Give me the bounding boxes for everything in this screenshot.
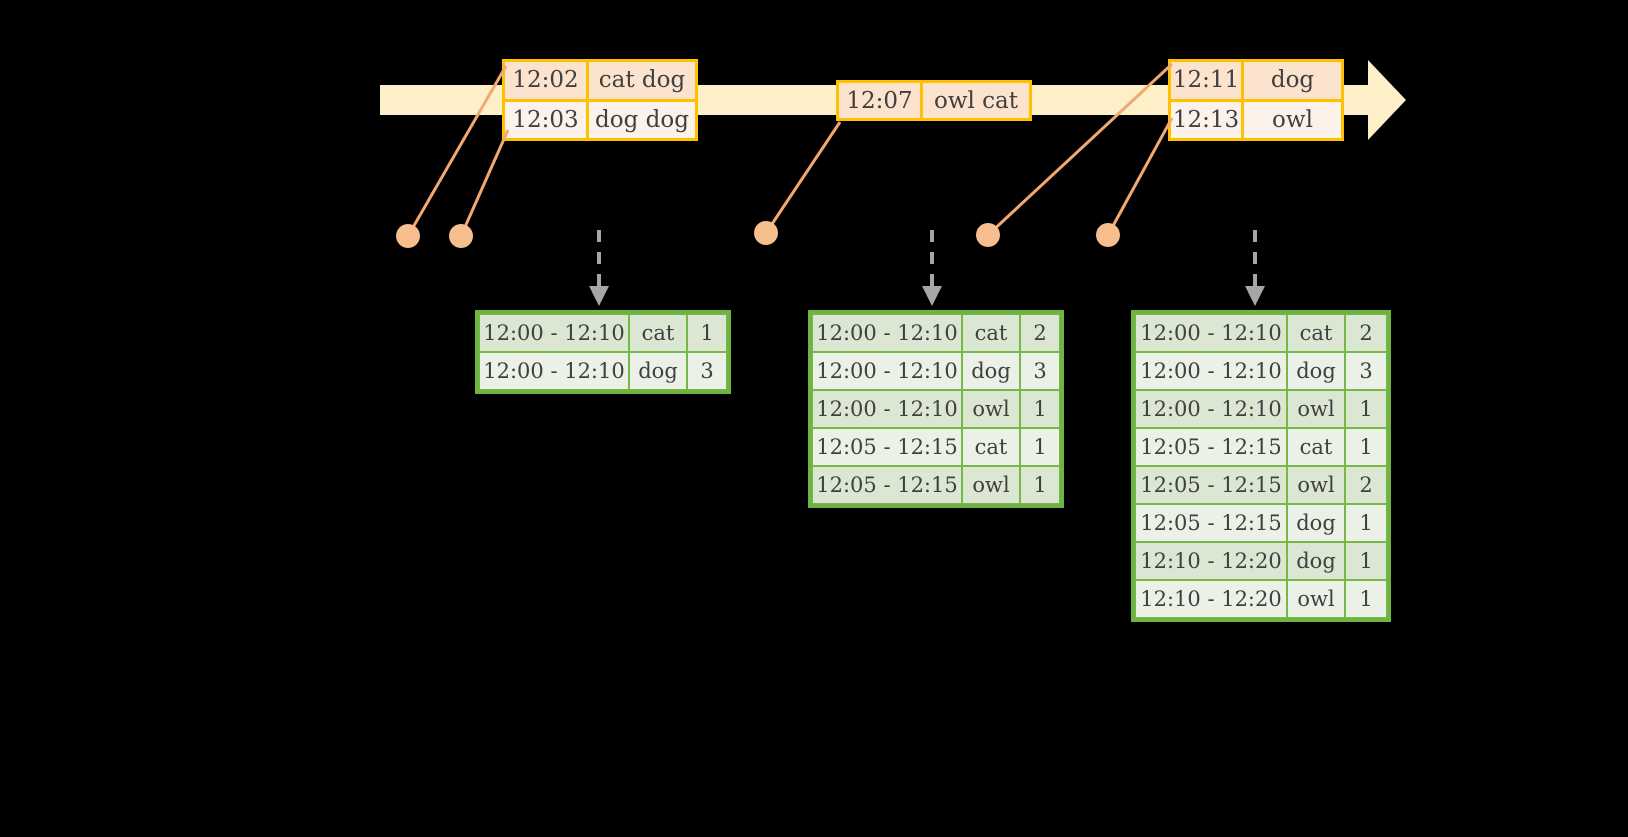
cell-window: 12:00 - 12:10	[479, 352, 629, 390]
event-row: 12:02 cat dog	[505, 62, 695, 99]
cell-window: 12:00 - 12:10	[812, 314, 962, 352]
trigger-dot-1[interactable]	[396, 224, 420, 248]
arrow-down-icon	[922, 230, 942, 306]
cell-word: owl	[1287, 580, 1345, 618]
event-group-1[interactable]: 12:02 cat dog 12:03 dog dog	[502, 59, 698, 141]
event-value: cat dog	[589, 62, 695, 99]
arrow-down-icon	[589, 230, 609, 306]
event-value: dog	[1244, 62, 1341, 99]
cell-count: 3	[1020, 352, 1060, 390]
cell-word: dog	[629, 352, 687, 390]
event-time: 12:03	[505, 101, 589, 138]
cell-window: 12:05 - 12:15	[1135, 466, 1287, 504]
event-time: 12:02	[505, 62, 589, 99]
cell-count: 2	[1345, 466, 1387, 504]
cell-count: 1	[1345, 390, 1387, 428]
cell-word: cat	[1287, 314, 1345, 352]
cell-count: 1	[1345, 542, 1387, 580]
event-group-3[interactable]: 12:11 dog 12:13 owl	[1168, 59, 1344, 141]
cell-window: 12:10 - 12:20	[1135, 542, 1287, 580]
cell-count: 1	[1020, 428, 1060, 466]
cell-window: 12:00 - 12:10	[812, 352, 962, 390]
event-group-2[interactable]: 12:07 owl cat	[836, 80, 1032, 121]
trigger-dot-4[interactable]	[976, 223, 1000, 247]
cell-count: 1	[1345, 504, 1387, 542]
event-row: 12:03 dog dog	[505, 98, 695, 138]
cell-count: 3	[1345, 352, 1387, 390]
cell-window: 12:00 - 12:10	[1135, 352, 1287, 390]
cell-count: 1	[1020, 390, 1060, 428]
cell-word: cat	[629, 314, 687, 352]
cell-count: 1	[1345, 580, 1387, 618]
cell-word: dog	[1287, 542, 1345, 580]
cell-window: 12:00 - 12:10	[1135, 314, 1287, 352]
cell-word: owl	[1287, 466, 1345, 504]
arrow-right-icon	[1368, 60, 1406, 140]
cell-window: 12:05 - 12:15	[1135, 428, 1287, 466]
cell-window: 12:05 - 12:15	[812, 428, 962, 466]
cell-window: 12:00 - 12:10	[479, 314, 629, 352]
cell-count: 2	[1345, 314, 1387, 352]
cell-window: 12:00 - 12:10	[812, 390, 962, 428]
cell-count: 1	[687, 314, 727, 352]
event-time: 12:11	[1171, 62, 1244, 99]
cell-word: cat	[962, 428, 1020, 466]
event-row: 12:11 dog	[1171, 62, 1341, 99]
trigger-dot-5[interactable]	[1096, 223, 1120, 247]
cell-word: cat	[1287, 428, 1345, 466]
event-time: 12:07	[839, 83, 923, 118]
cell-word: dog	[1287, 504, 1345, 542]
cell-count: 3	[687, 352, 727, 390]
cell-word: dog	[962, 352, 1020, 390]
event-value: owl	[1244, 101, 1341, 138]
event-row: 12:07 owl cat	[839, 83, 1029, 118]
cell-window: 12:10 - 12:20	[1135, 580, 1287, 618]
event-value: dog dog	[589, 101, 695, 138]
cell-word: cat	[962, 314, 1020, 352]
cell-window: 12:05 - 12:15	[812, 466, 962, 504]
cell-window: 12:05 - 12:15	[1135, 504, 1287, 542]
cell-window: 12:00 - 12:10	[1135, 390, 1287, 428]
cell-word: owl	[962, 390, 1020, 428]
event-time: 12:13	[1171, 101, 1244, 138]
event-row: 12:13 owl	[1171, 98, 1341, 138]
cell-count: 1	[1020, 466, 1060, 504]
trigger-dot-3[interactable]	[754, 221, 778, 245]
cell-count: 2	[1020, 314, 1060, 352]
cell-word: owl	[962, 466, 1020, 504]
event-value: owl cat	[923, 83, 1029, 118]
arrow-down-icon	[1245, 230, 1265, 306]
trigger-dot-2[interactable]	[449, 224, 473, 248]
cell-count: 1	[1345, 428, 1387, 466]
cell-word: owl	[1287, 390, 1345, 428]
cell-word: dog	[1287, 352, 1345, 390]
